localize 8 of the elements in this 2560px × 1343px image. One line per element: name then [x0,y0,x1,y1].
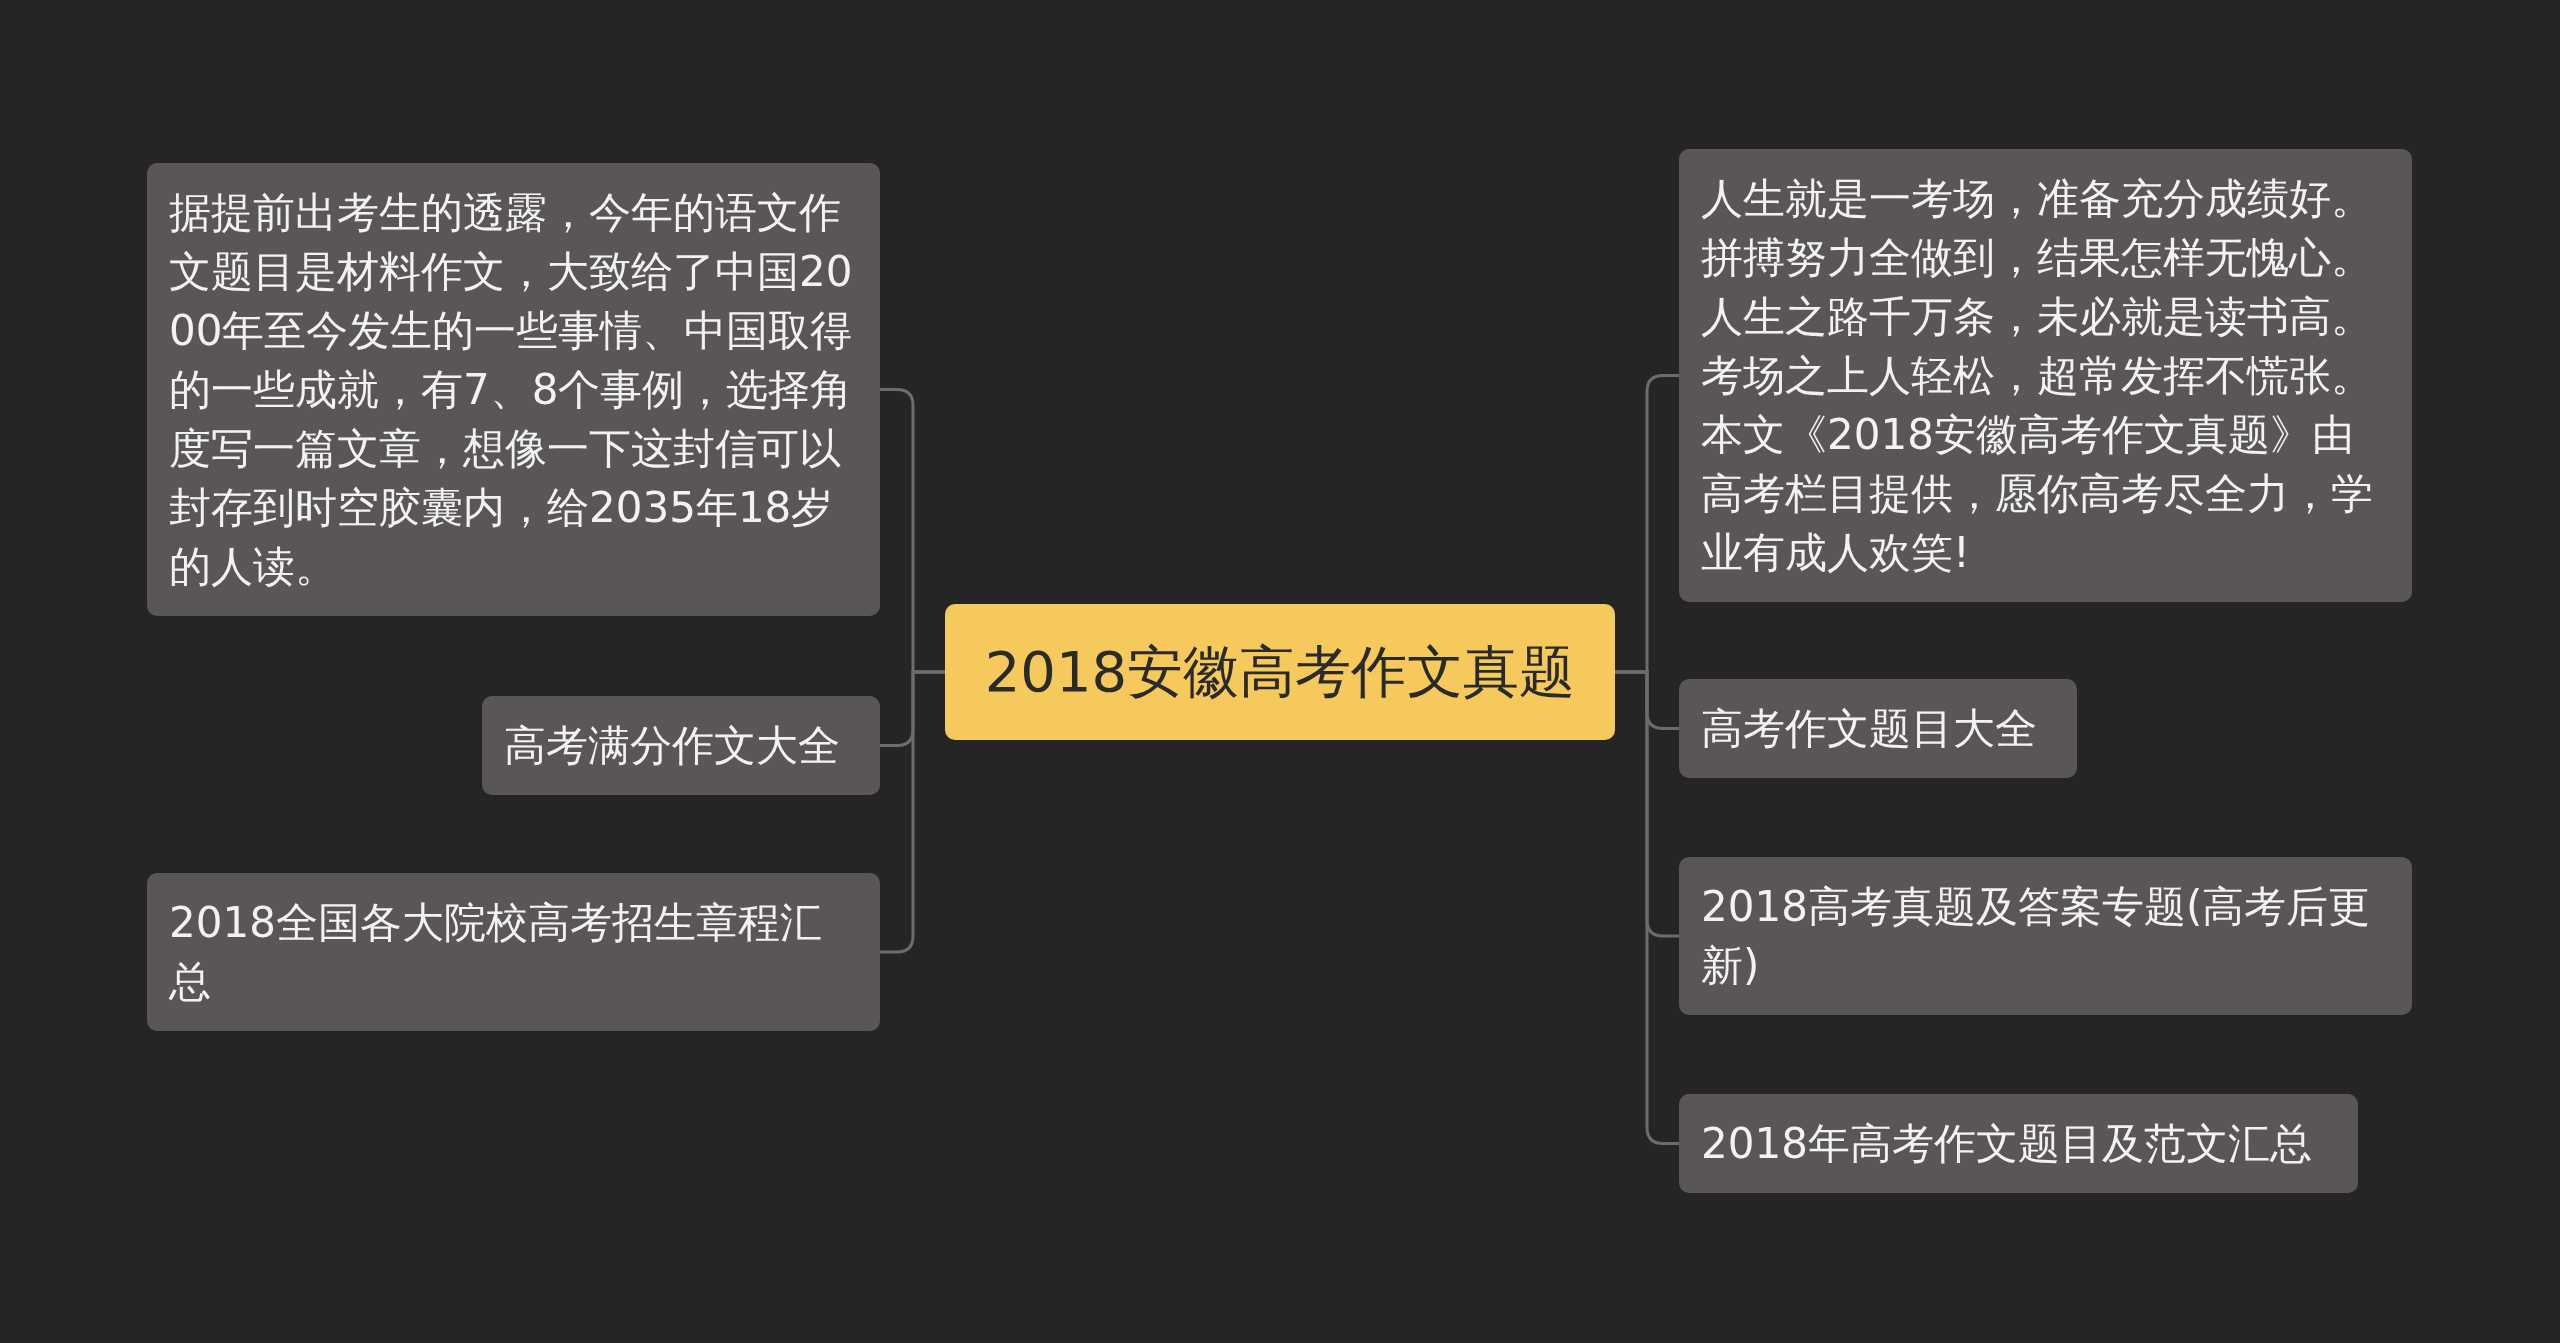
central-topic-box: 2018安徽高考作文真题 [945,604,1615,740]
topic-box: 高考满分作文大全 [482,696,880,795]
topic-box: 高考作文题目大全 [1679,679,2077,778]
topic-box: 人生就是一考场，准备充分成绩好。拼搏努力全做到，结果怎样无愧心。人生之路千万条，未必就是读书高。考场之上人轻松，超常发挥不慌张。本文《2018安徽高考作文真题》由高考栏目提供，愿你高考尽全力，学业有成人欢笑! [1679,149,2412,602]
topic-box: 据提前出考生的透露，今年的语文作文题目是材料作文，大致给了中国2000年至今发生的一些事情、中国取得的一些成就，有7、8个事例，选择角度写一篇文章，想像一下这封信可以封存到时空胶囊内，给2035年18岁的人读。 [147,163,880,616]
topic-box: 2018全国各大院校高考招生章程汇总 [147,873,880,1031]
topic-box: 2018高考真题及答案专题(高考后更新) [1679,857,2412,1015]
topic-box: 2018年高考作文题目及范文汇总 [1679,1094,2358,1193]
